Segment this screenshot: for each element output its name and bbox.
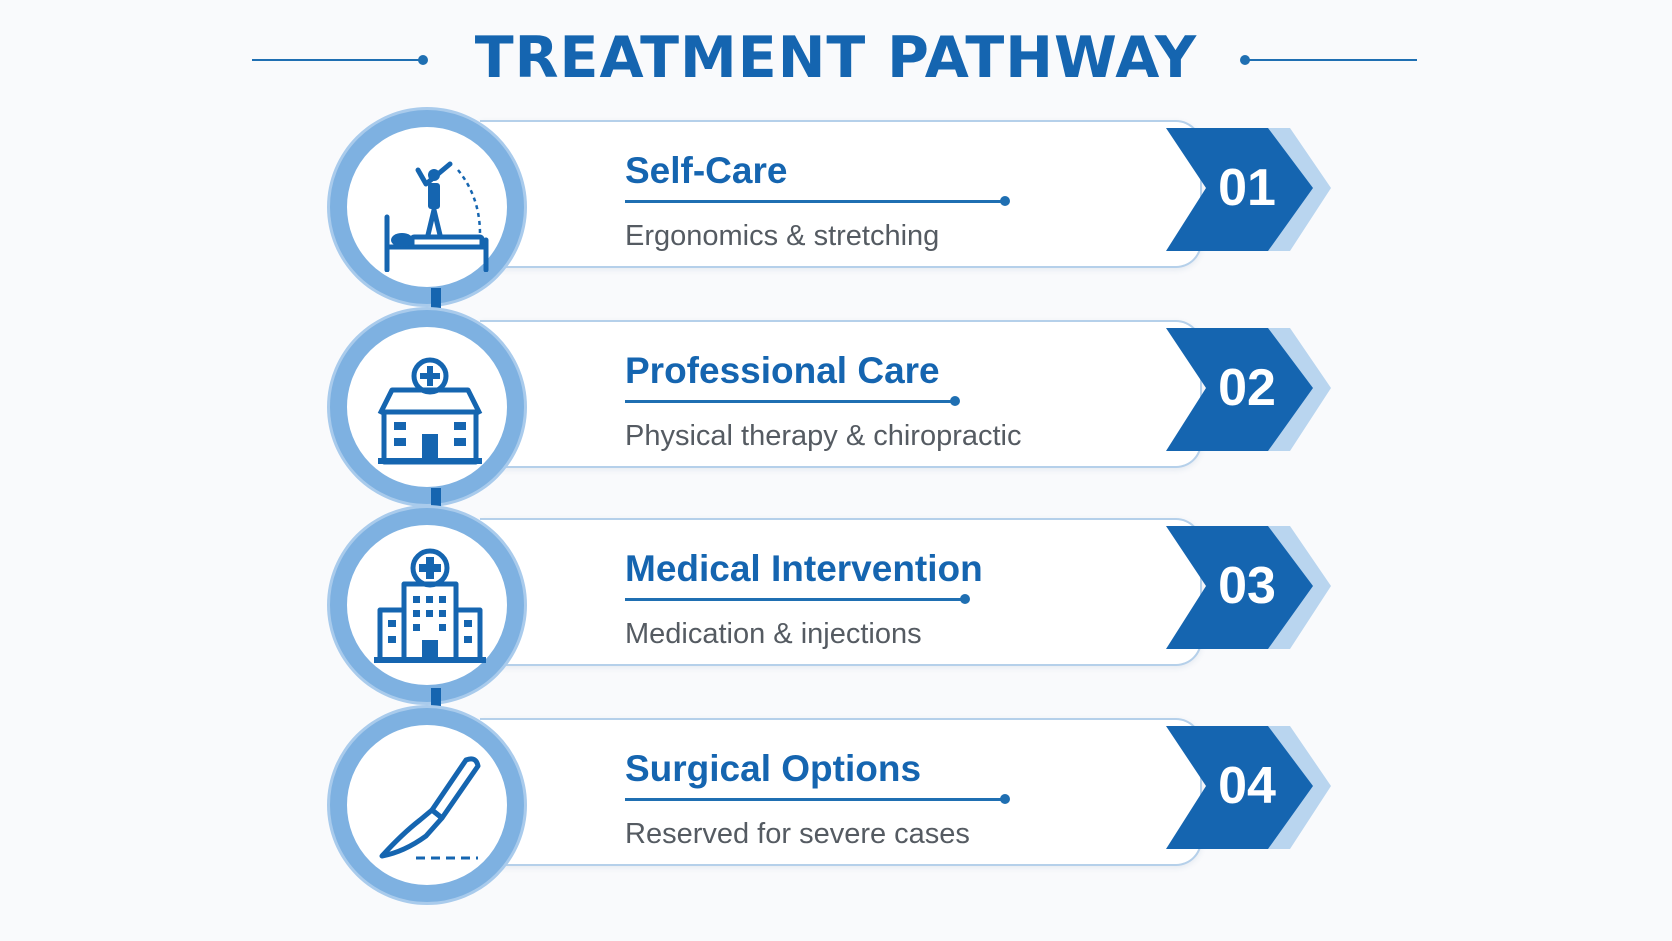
step-number-chevron <box>1166 726 1331 849</box>
step-banner <box>480 518 1202 666</box>
step-subtitle: Medication & injections <box>625 618 922 650</box>
step-title-underline <box>625 396 960 406</box>
clinic-building-icon <box>377 357 483 465</box>
title-left-line <box>252 59 422 61</box>
person-stretching-by-bed-icon <box>384 161 489 272</box>
page-title: TREATMENT PATHWAY <box>474 25 1198 91</box>
step-banner <box>480 320 1202 468</box>
step-title-underline <box>625 196 1010 206</box>
title-right-line <box>1245 59 1417 61</box>
step-title-underline <box>625 594 970 604</box>
step-medical-intervention: 03 Medical Intervention Medication & inj… <box>0 508 1672 702</box>
scalpel-icon <box>379 756 481 860</box>
step-title-underline <box>625 794 1010 804</box>
hospital-building-icon <box>374 548 486 663</box>
step-title: Professional Care <box>625 350 940 391</box>
step-subtitle: Reserved for severe cases <box>625 818 970 850</box>
step-subtitle: Physical therapy & chiropractic <box>625 420 1022 452</box>
step-number: 04 <box>1218 757 1276 815</box>
step-surgical-options: 04 Surgical Options Reserved for severe … <box>0 708 1672 902</box>
step-title: Self-Care <box>625 150 788 191</box>
step-title: Medical Intervention <box>625 548 983 589</box>
step-self-care: 01 Self-Care Ergonomics & stretching <box>0 110 1672 304</box>
title-left-dot <box>418 55 428 65</box>
step-title: Surgical Options <box>625 748 922 789</box>
step-banner <box>480 718 1202 866</box>
step-number: 02 <box>1218 359 1276 417</box>
title-bar: TREATMENT PATHWAY <box>0 18 1672 98</box>
step-professional-care: 02 Professional Care Physical therapy & … <box>0 310 1672 504</box>
step-subtitle: Ergonomics & stretching <box>625 220 940 252</box>
step-number-chevron <box>1166 328 1331 451</box>
step-number: 03 <box>1218 557 1276 615</box>
step-banner <box>480 120 1202 268</box>
step-number-chevron <box>1166 128 1331 251</box>
step-number: 01 <box>1218 159 1276 217</box>
step-number-chevron <box>1166 526 1331 649</box>
